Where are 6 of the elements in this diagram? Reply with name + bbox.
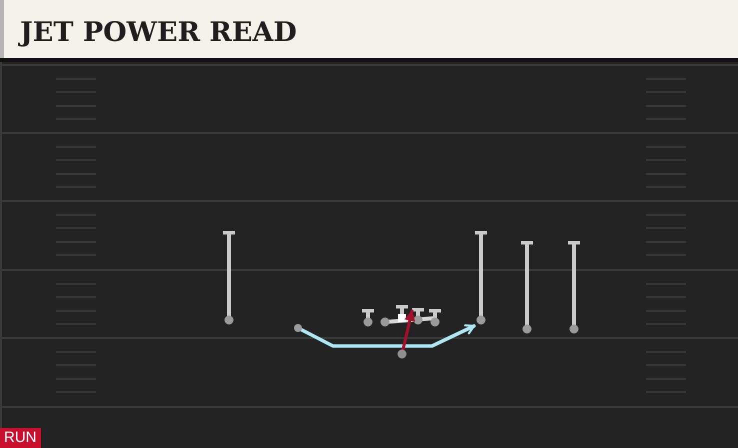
title: JET POWER READ bbox=[20, 17, 297, 49]
route-arrow bbox=[300, 324, 476, 348]
player-dot bbox=[294, 324, 302, 332]
player-dot bbox=[398, 350, 406, 358]
play-type-tag: RUN bbox=[0, 428, 40, 448]
route-arrow bbox=[402, 310, 416, 352]
